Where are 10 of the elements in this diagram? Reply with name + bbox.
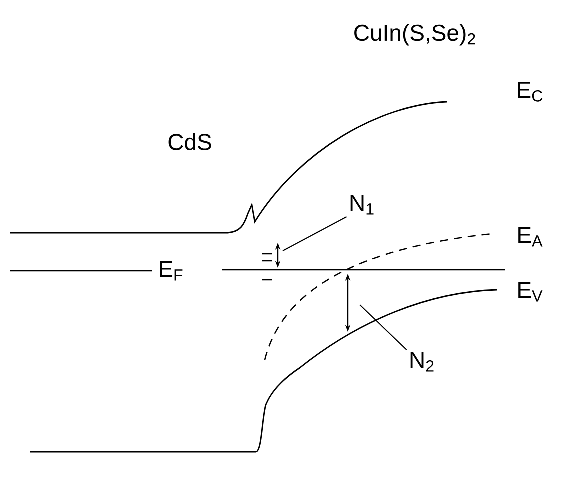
band-label: E$_{F}$ [160, 261, 183, 281]
leader-line [360, 304, 408, 350]
leader-line [282, 216, 348, 252]
band-label: E$_{C}$ [518, 82, 543, 102]
band-label: E$_{A}$ [518, 227, 543, 247]
level-label: N$_{1}$ [350, 195, 374, 215]
band-label: E$_{V}$ [518, 282, 543, 302]
band-label: CuIn(S,Se)$_{2}$ [354, 24, 476, 46]
level-label: N$_{2}$ [410, 352, 434, 372]
band-label: CdS [168, 134, 212, 150]
